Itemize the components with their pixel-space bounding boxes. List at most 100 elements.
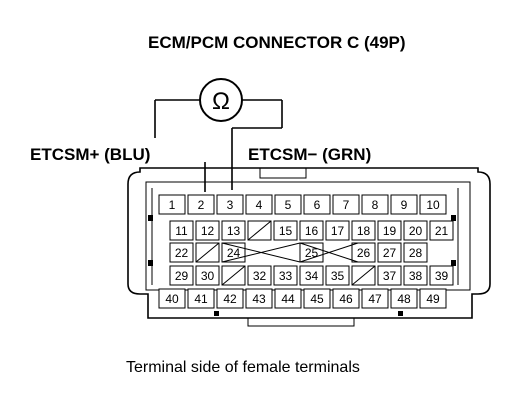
terminal-number: 43 bbox=[252, 292, 266, 306]
terminal-cavity bbox=[351, 220, 376, 241]
terminal-cavity bbox=[351, 242, 376, 263]
terminal-cavity bbox=[299, 242, 324, 263]
terminal-cavity bbox=[303, 194, 331, 215]
terminal-number: 17 bbox=[331, 224, 345, 238]
terminal-number: 22 bbox=[175, 246, 189, 260]
terminal-number: 40 bbox=[165, 292, 179, 306]
diagram-caption: Terminal side of female terminals bbox=[126, 359, 360, 376]
terminal-number: 11 bbox=[175, 224, 188, 238]
terminal-cavity bbox=[169, 265, 194, 286]
terminal-cavity bbox=[273, 265, 298, 286]
terminal-number: 35 bbox=[331, 269, 345, 283]
terminal-cavity bbox=[419, 194, 447, 215]
terminal-cavity bbox=[303, 288, 331, 309]
terminal-cavity bbox=[169, 220, 194, 241]
terminal-cavity bbox=[216, 194, 244, 215]
terminal-number: 15 bbox=[279, 224, 293, 238]
terminal-cavity bbox=[245, 288, 273, 309]
terminal-number: 49 bbox=[426, 292, 440, 306]
terminal-number: 3 bbox=[227, 198, 234, 212]
terminal-cavity bbox=[403, 265, 428, 286]
terminal-number: 20 bbox=[409, 224, 423, 238]
terminal-number: 44 bbox=[281, 292, 295, 306]
terminal-cavity bbox=[195, 220, 220, 241]
terminal-cavity bbox=[187, 194, 215, 215]
terminal-number: 16 bbox=[305, 224, 319, 238]
terminal-cavity bbox=[332, 288, 360, 309]
terminal-cavity bbox=[419, 288, 447, 309]
terminal-cavity bbox=[429, 265, 454, 286]
terminal-number: 45 bbox=[310, 292, 324, 306]
connector-housing bbox=[127, 167, 491, 327]
terminal-number: 7 bbox=[343, 198, 350, 212]
terminal-cavity bbox=[158, 194, 186, 215]
terminal-cavity bbox=[377, 242, 402, 263]
terminal-cavity bbox=[221, 242, 246, 263]
terminal-number: 21 bbox=[435, 224, 449, 238]
terminal-number: 25 bbox=[305, 246, 319, 260]
blocked-cavity bbox=[221, 265, 246, 286]
terminal-cavity bbox=[216, 288, 244, 309]
terminal-number: 30 bbox=[201, 269, 215, 283]
terminal-cavity bbox=[361, 288, 389, 309]
terminal-cavity bbox=[429, 220, 454, 241]
blocked-cavity bbox=[247, 220, 272, 241]
terminal-cavity bbox=[169, 242, 194, 263]
terminal-number: 37 bbox=[383, 269, 397, 283]
terminal-number: 8 bbox=[372, 198, 379, 212]
blocked-zone-mark bbox=[299, 242, 359, 263]
blocked-cavity bbox=[351, 265, 376, 286]
terminal-number: 38 bbox=[409, 269, 423, 283]
terminal-number: 34 bbox=[305, 269, 319, 283]
terminal-cavity bbox=[390, 288, 418, 309]
terminal-number: 48 bbox=[397, 292, 411, 306]
terminal-number: 12 bbox=[201, 224, 215, 238]
blocked-cavity bbox=[195, 242, 220, 263]
terminal-number: 1 bbox=[169, 198, 176, 212]
probe-negative-label: ETCSM− (GRN) bbox=[248, 145, 371, 164]
terminal-number: 9 bbox=[401, 198, 408, 212]
terminal-cavity bbox=[221, 220, 246, 241]
terminal-cavity bbox=[187, 288, 215, 309]
terminal-cavity bbox=[195, 265, 220, 286]
terminal-cavity bbox=[377, 220, 402, 241]
terminal-number: 19 bbox=[383, 224, 397, 238]
ohmmeter: Ω bbox=[154, 78, 283, 138]
ohm-symbol: Ω bbox=[212, 88, 230, 115]
terminal-cavity bbox=[403, 242, 428, 263]
terminal-number: 6 bbox=[314, 198, 321, 212]
terminal-cavity bbox=[332, 194, 360, 215]
terminal-number: 32 bbox=[253, 269, 267, 283]
terminal-cavity bbox=[390, 194, 418, 215]
terminal-number: 28 bbox=[409, 246, 423, 260]
terminal-cavity bbox=[403, 220, 428, 241]
terminal-cavity bbox=[274, 288, 302, 309]
terminal-number: 27 bbox=[383, 246, 397, 260]
blocked-zone-mark bbox=[221, 242, 301, 263]
terminal-cavity bbox=[361, 194, 389, 215]
terminal-number: 29 bbox=[175, 269, 189, 283]
terminal-number: 24 bbox=[227, 246, 241, 260]
terminal-number: 26 bbox=[357, 246, 371, 260]
terminal-number: 10 bbox=[426, 198, 440, 212]
terminal-cavity bbox=[247, 265, 272, 286]
terminal-number: 5 bbox=[285, 198, 292, 212]
terminal-cavity bbox=[158, 288, 186, 309]
terminal-number: 39 bbox=[435, 269, 449, 283]
terminal-cavity bbox=[299, 220, 324, 241]
terminal-cavity bbox=[299, 265, 324, 286]
terminal-cavity bbox=[325, 220, 350, 241]
terminal-cavity bbox=[245, 194, 273, 215]
probe-leads bbox=[204, 127, 282, 192]
probe-positive-label: ETCSM+ (BLU) bbox=[30, 145, 150, 164]
terminal-cavity bbox=[274, 194, 302, 215]
terminal-cavity bbox=[377, 265, 402, 286]
terminal-number: 2 bbox=[198, 198, 205, 212]
terminal-number: 13 bbox=[227, 224, 241, 238]
terminal-number: 41 bbox=[194, 292, 208, 306]
terminal-number: 33 bbox=[279, 269, 293, 283]
diagram-title: ECM/PCM CONNECTOR C (49P) bbox=[148, 33, 406, 52]
terminal-number: 46 bbox=[339, 292, 353, 306]
